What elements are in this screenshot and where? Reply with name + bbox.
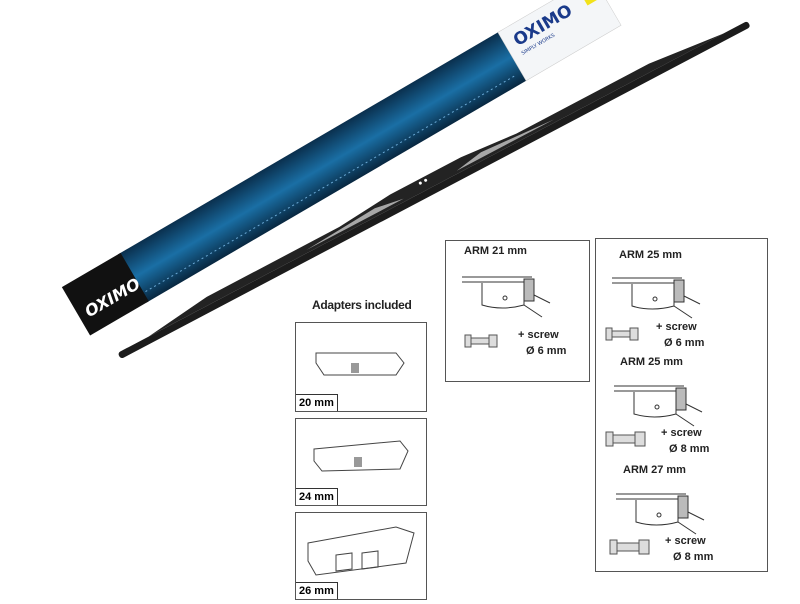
screw-diameter: Ø 8 mm xyxy=(673,551,714,563)
screw-diameter: Ø 8 mm xyxy=(669,443,710,455)
packaging-box: OXIMO OXIMO SIMPLY WORKS xyxy=(61,0,622,336)
wiper-blade xyxy=(118,21,750,359)
adapter-size-label: 24 mm xyxy=(296,488,338,505)
adapter-24mm: 24 mm xyxy=(295,418,427,506)
adapter-26mm-drawing xyxy=(307,526,415,576)
adapter-size-label: 20 mm xyxy=(296,394,338,411)
screw-diameter: Ø 6 mm xyxy=(526,345,567,357)
box-black-end xyxy=(61,252,149,336)
adapters-title: Adapters included xyxy=(312,298,412,312)
arm-drawing xyxy=(462,276,705,535)
adapter-20mm: 20 mm xyxy=(295,322,427,412)
arm-title: ARM 25 mm xyxy=(619,249,682,261)
screw-spec: + screw Ø 8 mm xyxy=(661,425,709,457)
screw-label: + screw xyxy=(665,535,706,547)
adapter-26mm: 26 mm xyxy=(295,512,427,600)
arm-title: ARM 27 mm xyxy=(623,464,686,476)
screw-spec: + screw Ø 6 mm xyxy=(656,319,704,351)
adapter-24mm-drawing xyxy=(313,440,409,472)
box-blue-section xyxy=(117,32,527,303)
screw-label: + screw xyxy=(656,321,697,333)
screw-spec: + screw Ø 8 mm xyxy=(665,533,713,565)
screw-label: + screw xyxy=(661,427,702,439)
screw-diameter: Ø 6 mm xyxy=(664,337,705,349)
screw-label: + screw xyxy=(518,329,559,341)
adapter-size-label: 26 mm xyxy=(296,582,338,599)
arm-title: ARM 21 mm xyxy=(464,245,527,257)
screw-spec: + screw Ø 6 mm xyxy=(518,327,566,359)
arm-title: ARM 25 mm xyxy=(620,356,683,368)
arm-21mm-panel xyxy=(445,240,590,382)
adapter-20mm-drawing xyxy=(315,352,405,376)
screw-icon xyxy=(464,327,650,555)
